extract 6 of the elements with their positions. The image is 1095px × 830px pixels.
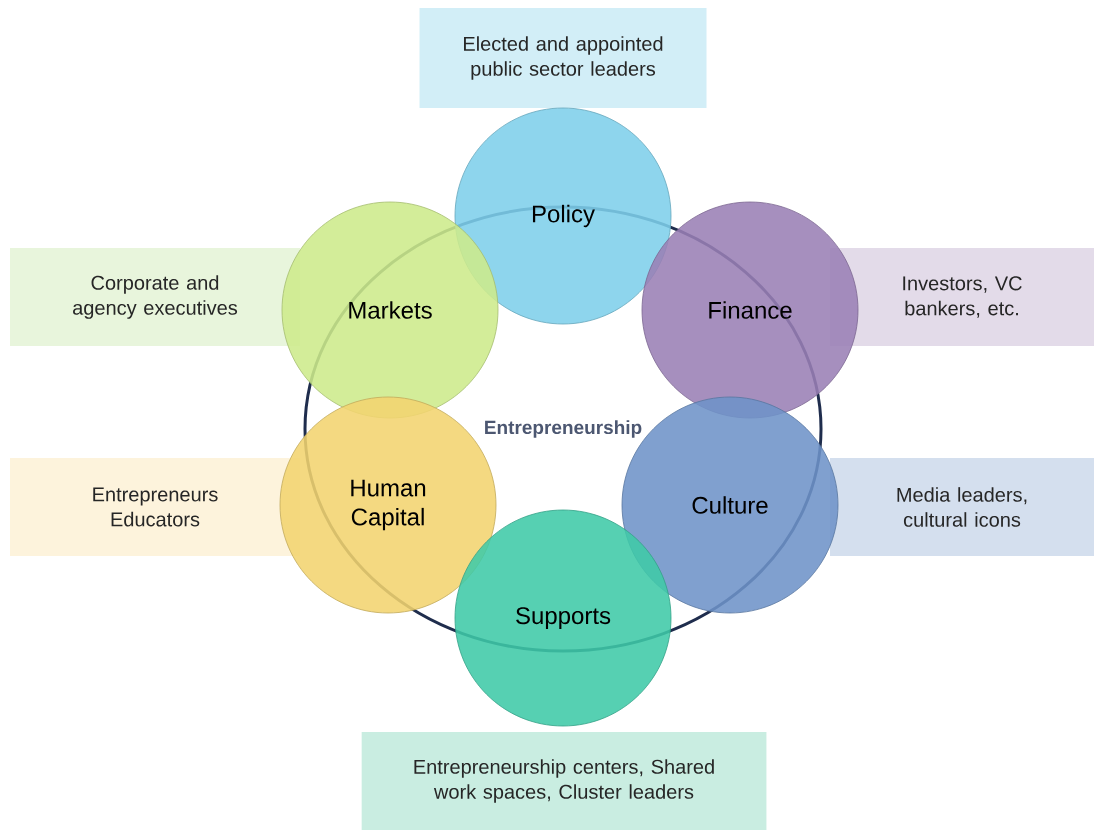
text-box: Entrepreneurship centers, Shared work spaces, Cluster leaders (361, 732, 767, 830)
text-box: Investors, VC bankers, etc. (830, 248, 1094, 346)
text-box: Entrepreneurs Educators (10, 458, 300, 556)
text-box: Media leaders, cultural icons (830, 458, 1094, 556)
text-box: Elected and appointed public sector leaders (419, 8, 707, 108)
text-box: Corporate and agency executives (10, 248, 300, 346)
